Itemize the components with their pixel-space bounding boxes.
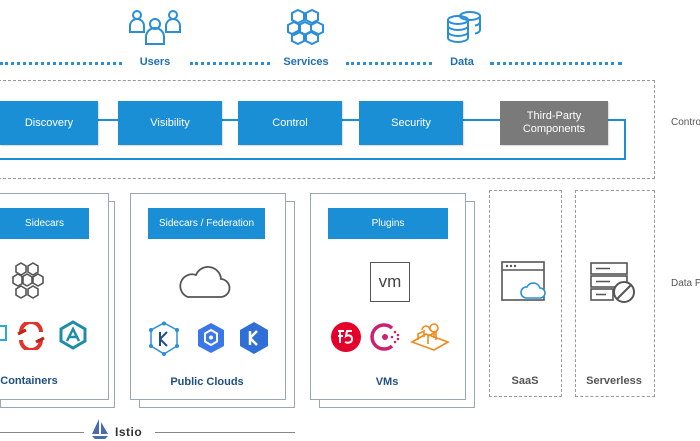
plugins-pill: Plugins	[328, 208, 448, 239]
third-party-label: Third-Party Components	[522, 110, 586, 135]
public-clouds-title: Public Clouds	[170, 376, 244, 388]
services-label: Services	[283, 56, 329, 68]
istio-brand: Istio	[115, 425, 143, 439]
control-button[interactable]: Control	[238, 101, 342, 145]
users-icon	[129, 10, 181, 45]
google-kubernetes-engine-icon	[198, 323, 224, 353]
top-dotted-line	[346, 62, 432, 65]
serverless-box	[575, 190, 655, 397]
on-premises-icon	[410, 323, 450, 351]
services-icon	[287, 8, 324, 46]
control-plane-label: Contro	[671, 117, 700, 128]
saas-title: SaaS	[511, 375, 539, 387]
kubernetes-k-icon	[149, 321, 179, 356]
rancher-icon	[59, 320, 87, 350]
f5-icon	[331, 322, 361, 352]
openshift-icon	[17, 322, 45, 350]
footer-line-right	[155, 432, 295, 433]
security-button[interactable]: Security	[359, 101, 463, 145]
saas-window-cloud-icon	[501, 261, 546, 301]
top-dotted-line	[0, 62, 122, 65]
consul-icon	[370, 323, 400, 351]
serverless-title: Serverless	[586, 375, 642, 387]
users-label: Users	[139, 56, 171, 68]
container-hexagons-icon	[12, 262, 44, 299]
cloud-icon	[179, 266, 231, 298]
top-dotted-line	[190, 62, 270, 65]
vms-title: VMs	[375, 376, 399, 388]
discovery-button[interactable]: Discovery	[0, 101, 98, 145]
visibility-button[interactable]: Visibility	[118, 101, 222, 145]
data-label: Data	[450, 56, 474, 68]
serverless-server-icon	[590, 262, 635, 303]
istio-logo-icon	[92, 419, 108, 439]
database-icon	[447, 11, 481, 44]
third-party-components-button[interactable]: Third-Party Components	[500, 101, 608, 145]
containers-title: Containers	[0, 375, 58, 387]
saas-box	[489, 190, 562, 397]
docker-icon	[0, 325, 7, 341]
control-plane-box	[0, 80, 655, 179]
vm-icon: vm	[370, 262, 410, 302]
sidecars-federation-pill: Sidecars / Federation	[148, 208, 265, 239]
top-dotted-line	[490, 62, 622, 65]
sidecars-pill: Sidecars	[0, 208, 89, 239]
vm-icon-text: vm	[378, 272, 402, 291]
footer-line-left	[0, 432, 84, 433]
azure-kubernetes-icon	[240, 322, 268, 354]
data-plane-label: Data P	[671, 278, 700, 289]
